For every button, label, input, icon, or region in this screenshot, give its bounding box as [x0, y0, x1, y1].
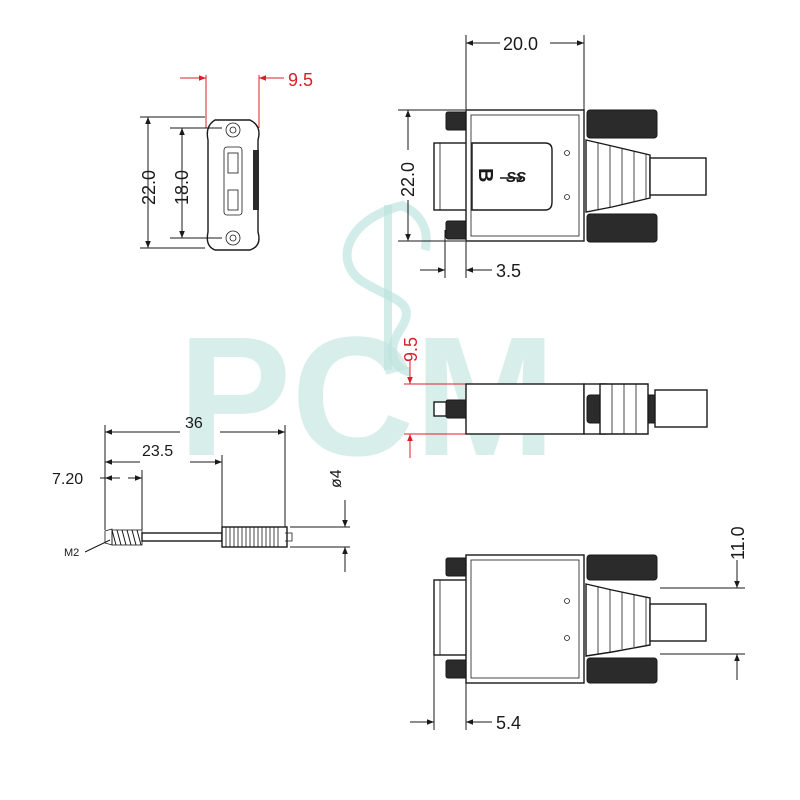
end-inner-height-dim: 18.0	[172, 170, 192, 205]
screw-thread-dim: 7.20	[52, 471, 83, 488]
end-width-dim: 9.5	[288, 70, 313, 90]
top-offset-dim: 3.5	[496, 261, 521, 281]
end-view: 9.5 22.0 18.0	[139, 70, 313, 251]
screw-total-dim: 36	[185, 415, 203, 432]
bottom-height-dim: 11.0	[728, 526, 748, 560]
bottom-offset-dim: 5.4	[496, 713, 521, 733]
top-height-dim: 22.0	[398, 162, 418, 197]
top-length-dim: 20.0	[503, 34, 538, 54]
usb-icon	[500, 173, 523, 183]
screw-thread-label: M2	[64, 547, 79, 559]
side-view: 9.5	[401, 337, 708, 458]
screw-diameter-dim: ø4	[328, 469, 345, 488]
top-view: 20.0 22.0 B SS	[398, 34, 707, 281]
screw-mid-dim: 23.5	[142, 443, 173, 460]
screw-view: 36 23.5 7.20 M2	[52, 415, 350, 572]
bottom-view: 11.0 5.4	[410, 526, 748, 733]
side-thickness-dim: 9.5	[401, 337, 421, 362]
label-b: B	[474, 168, 496, 182]
end-outer-height-dim: 22.0	[139, 170, 159, 205]
